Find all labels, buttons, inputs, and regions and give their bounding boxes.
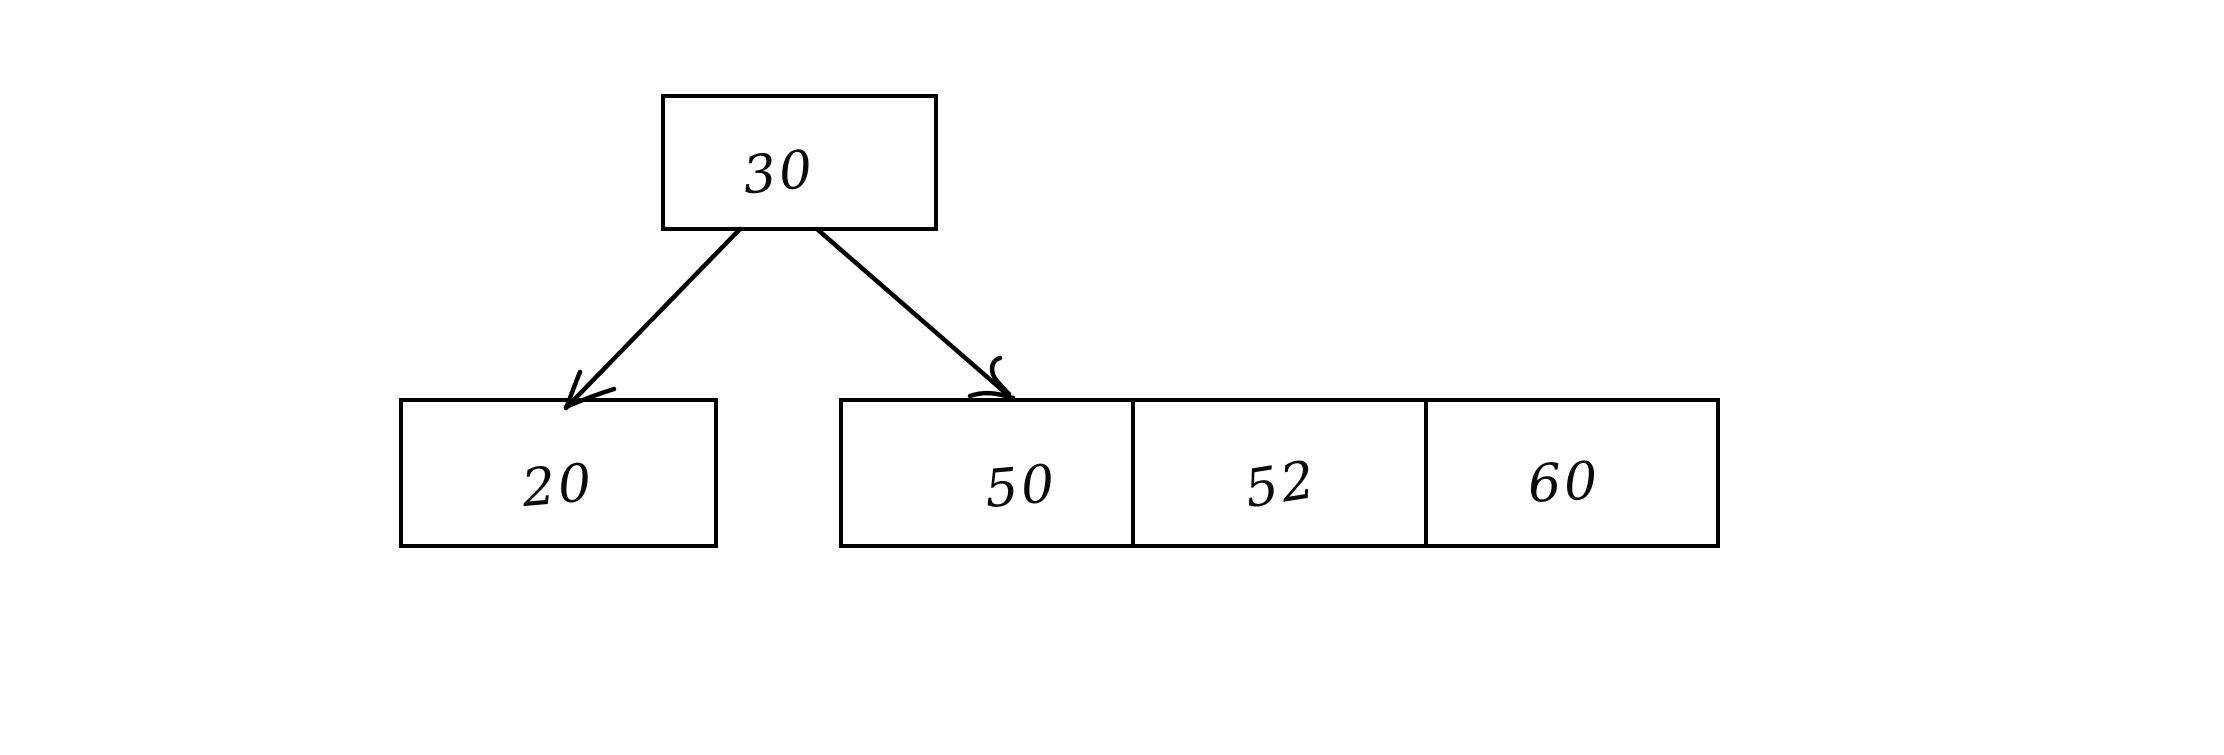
right-leaf-cell-value: 52 — [1241, 449, 1322, 521]
left-leaf-value: 20 — [519, 452, 598, 520]
right-leaf-cell: 50 — [843, 402, 1136, 544]
arrow-root-to-right-leaf — [814, 226, 1016, 401]
arrow-line — [814, 226, 1012, 399]
node-root: 30 — [661, 94, 938, 231]
arrow-root-to-left-leaf — [563, 226, 743, 411]
right-leaf-cell-value: 50 — [982, 453, 1060, 521]
right-leaf-cell: 60 — [1428, 402, 1716, 544]
right-leaf-cell-value: 60 — [1526, 451, 1602, 515]
right-leaf-cell: 52 — [1135, 402, 1428, 544]
arrowhead-stroke — [989, 355, 1012, 397]
node-root-value: 30 — [740, 138, 819, 207]
node-right-leaf: 50 52 60 — [839, 398, 1720, 548]
arrow-line — [564, 226, 743, 410]
node-left-leaf: 20 — [399, 398, 718, 548]
